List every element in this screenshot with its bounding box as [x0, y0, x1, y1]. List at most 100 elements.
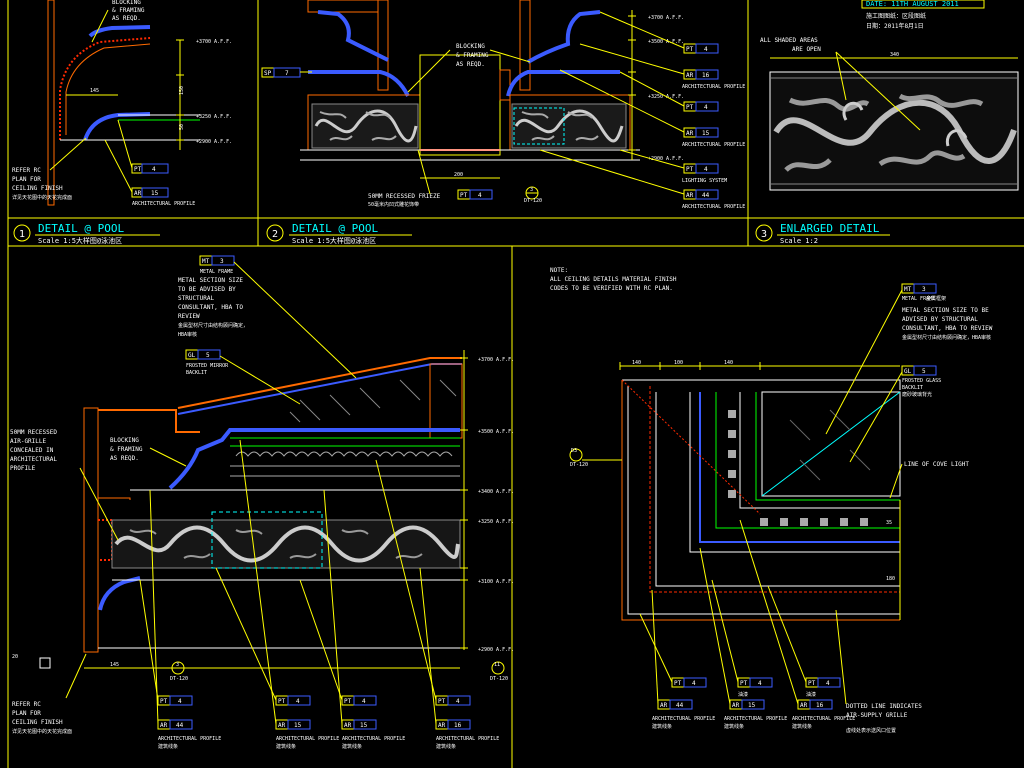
panel-3-heading: ENLARGED DETAIL	[780, 222, 880, 235]
p2-frieze-note: 50MM RECESSED FRIEZE	[368, 193, 441, 200]
frieze-right	[511, 103, 627, 149]
p5-metal-2: ADVISED BY STRUCTURAL	[902, 316, 978, 323]
p4-tag-gl-num: 5	[206, 352, 210, 359]
p4-tag-ar3: AR	[344, 722, 352, 729]
p2-tag-pt2: PT	[686, 46, 694, 53]
p4-tag-pt1-num: 4	[178, 698, 182, 705]
p4-ref-11-sheet: DT-120	[490, 676, 508, 682]
p2-blocking-3: AS REQD.	[456, 61, 485, 68]
p1-refer-cn: 详见天花图中的天花完成面	[12, 194, 72, 201]
p2-ref-num: 3	[530, 187, 533, 193]
p5-dim-3: 140	[724, 360, 733, 366]
p5-dotted-2: AIR-SUPPLY GRILLE	[846, 712, 908, 719]
p2-level-1: +3700 A.F.F.	[648, 15, 684, 21]
p5-frosted-cn: 磨砂玻璃背光	[902, 391, 932, 398]
p5-painted-2: 油漆	[806, 691, 816, 698]
p4-ref-3-sheet: DT-120	[170, 676, 188, 682]
panel-2-title: 2 DETAIL @ POOL Scale 1:5大样图@泳池区	[266, 222, 412, 245]
p5-tag-pt3-num: 4	[826, 680, 830, 687]
p5-frosted-2: BACKLIT	[902, 385, 923, 391]
p4-tag-pt1: PT	[160, 698, 168, 705]
p2-tag-ar2-num: 15	[702, 130, 710, 137]
panel-3-drawing: 340 ALL SHADED AREAS ARE OPEN	[760, 37, 1019, 191]
panel-1-number: 1	[19, 229, 25, 240]
p4-arch-3: ARCHITECTURAL PROFILE	[342, 736, 405, 742]
date-text: DATE: 11TH AUGUST 2011	[866, 0, 959, 8]
p2-tag-pt3-num: 4	[704, 104, 708, 111]
p4-tag-pt3: PT	[344, 698, 352, 705]
p4-arch-2-cn: 建筑线条	[276, 743, 296, 750]
p4-tag-pt3-num: 4	[362, 698, 366, 705]
p1-blocking-3: AS REQD.	[112, 15, 141, 22]
p4-tag-ar2: AR	[278, 722, 286, 729]
panel-3-number: 3	[761, 229, 767, 240]
p1-blocking-2: & FRAMING	[112, 7, 145, 14]
p2-tag-sp-num: 7	[285, 70, 289, 77]
p4-metal-5: REVIEW	[178, 313, 200, 320]
p4-level-5: +3100 A.F.F.	[478, 579, 514, 585]
p5-arch-1: ARCHITECTURAL PROFILE	[652, 716, 715, 722]
p2-tag-ar3-num: 44	[702, 192, 710, 199]
p4-arch-2: ARCHITECTURAL PROFILE	[276, 736, 339, 742]
p5-ref-sheet: DT-120	[570, 462, 588, 468]
panel-5-drawing: NOTE: ALL CEILING DETAILS MATERIAL FINIS…	[550, 267, 993, 734]
p2-arch-2: ARCHITECTURAL PROFILE	[682, 142, 745, 148]
panel-2-scale: Scale 1:5大样图@泳池区	[292, 236, 376, 245]
p5-tag-mt-num: 3	[922, 286, 926, 293]
p4-metal-4: CONSULTANT, HBA TO	[178, 304, 243, 311]
p4-level-4: +3250 A.F.F.	[478, 519, 514, 525]
panel-3-title: 3 ENLARGED DETAIL Scale 1:2	[755, 222, 890, 245]
p4-dim-2: 20	[12, 654, 18, 660]
p5-tag-pt1: PT	[674, 680, 682, 687]
p5-tag-pt2-num: 4	[758, 680, 762, 687]
p5-tag-ar3: AR	[800, 702, 808, 709]
p4-refer-1: REFER RC	[12, 701, 41, 708]
p2-tag-pt3: PT	[686, 104, 694, 111]
p2-dim: 200	[454, 172, 463, 178]
p5-arch-1-cn: 建筑线条	[652, 723, 672, 730]
p1-tag-pt-num: 4	[152, 166, 156, 173]
p4-tag-pt2-num: 4	[296, 698, 300, 705]
p2-tag-pt2-num: 4	[704, 46, 708, 53]
p1-refer-1: REFER RC	[12, 167, 41, 174]
p4-arch-3-cn: 建筑线条	[342, 743, 362, 750]
p5-dotted-1: DOTTED LINE INDICATES	[846, 703, 922, 710]
p4-tag-ar4: AR	[438, 722, 446, 729]
p4-metal-1: METAL SECTION SIZE	[178, 277, 243, 284]
p1-blocking-1: BLOCKING	[112, 0, 141, 6]
p5-tag-pt3: PT	[808, 680, 816, 687]
p5-arch-3-cn: 建筑线条	[792, 723, 812, 730]
p4-metal-3: STRUCTURAL	[178, 295, 215, 302]
p1-tag-ar-num: 15	[151, 190, 159, 197]
p2-frieze-note-cn: 50毫米内凹式雕花饰带	[368, 201, 419, 208]
p5-note-3: CODES TO BE VERIFIED WITH RC PLAN.	[550, 285, 673, 292]
p1-tag-ar: AR	[134, 190, 142, 197]
p4-arch-1-cn: 建筑线条	[158, 743, 178, 750]
panel-1-heading: DETAIL @ POOL	[38, 222, 124, 235]
p2-blocking-1: BLOCKING	[456, 43, 485, 50]
p2-arch-3: ARCHITECTURAL PROFILE	[682, 204, 745, 210]
p5-dim-5: 180	[886, 576, 895, 582]
p4-level-3: +3400 A.F.F.	[478, 489, 514, 495]
p2-tag-pt4: PT	[686, 166, 694, 173]
p3-dim: 340	[890, 52, 899, 58]
p4-metal-cn-2: HBA审核	[178, 331, 197, 338]
p5-dim-4: 35	[886, 520, 892, 526]
p5-tag-ar1: AR	[660, 702, 668, 709]
p4-tag-gl: GL	[188, 352, 196, 359]
p2-blocking-2: & FRAMING	[456, 52, 489, 59]
p5-painted-1: 油漆	[738, 691, 748, 698]
p5-tag-gl-num: 5	[922, 368, 926, 375]
p3-note-1: ALL SHADED AREAS	[760, 37, 818, 44]
p4-metal-2: TO BE ADVISED BY	[178, 286, 236, 293]
p4-metal-frame: METAL FRAME	[200, 269, 233, 275]
p1-refer-2: PLAN FOR	[12, 176, 41, 183]
p2-tag-pt-num: 4	[478, 192, 482, 199]
p2-level-4: +2900 A.F.F.	[648, 156, 684, 162]
p1-dim-2: 50	[179, 124, 185, 130]
p5-tag-ar2: AR	[732, 702, 740, 709]
date-cn: 日期：2011年8月1日	[866, 22, 924, 30]
panel-3-scale: Scale 1:2	[780, 237, 818, 245]
